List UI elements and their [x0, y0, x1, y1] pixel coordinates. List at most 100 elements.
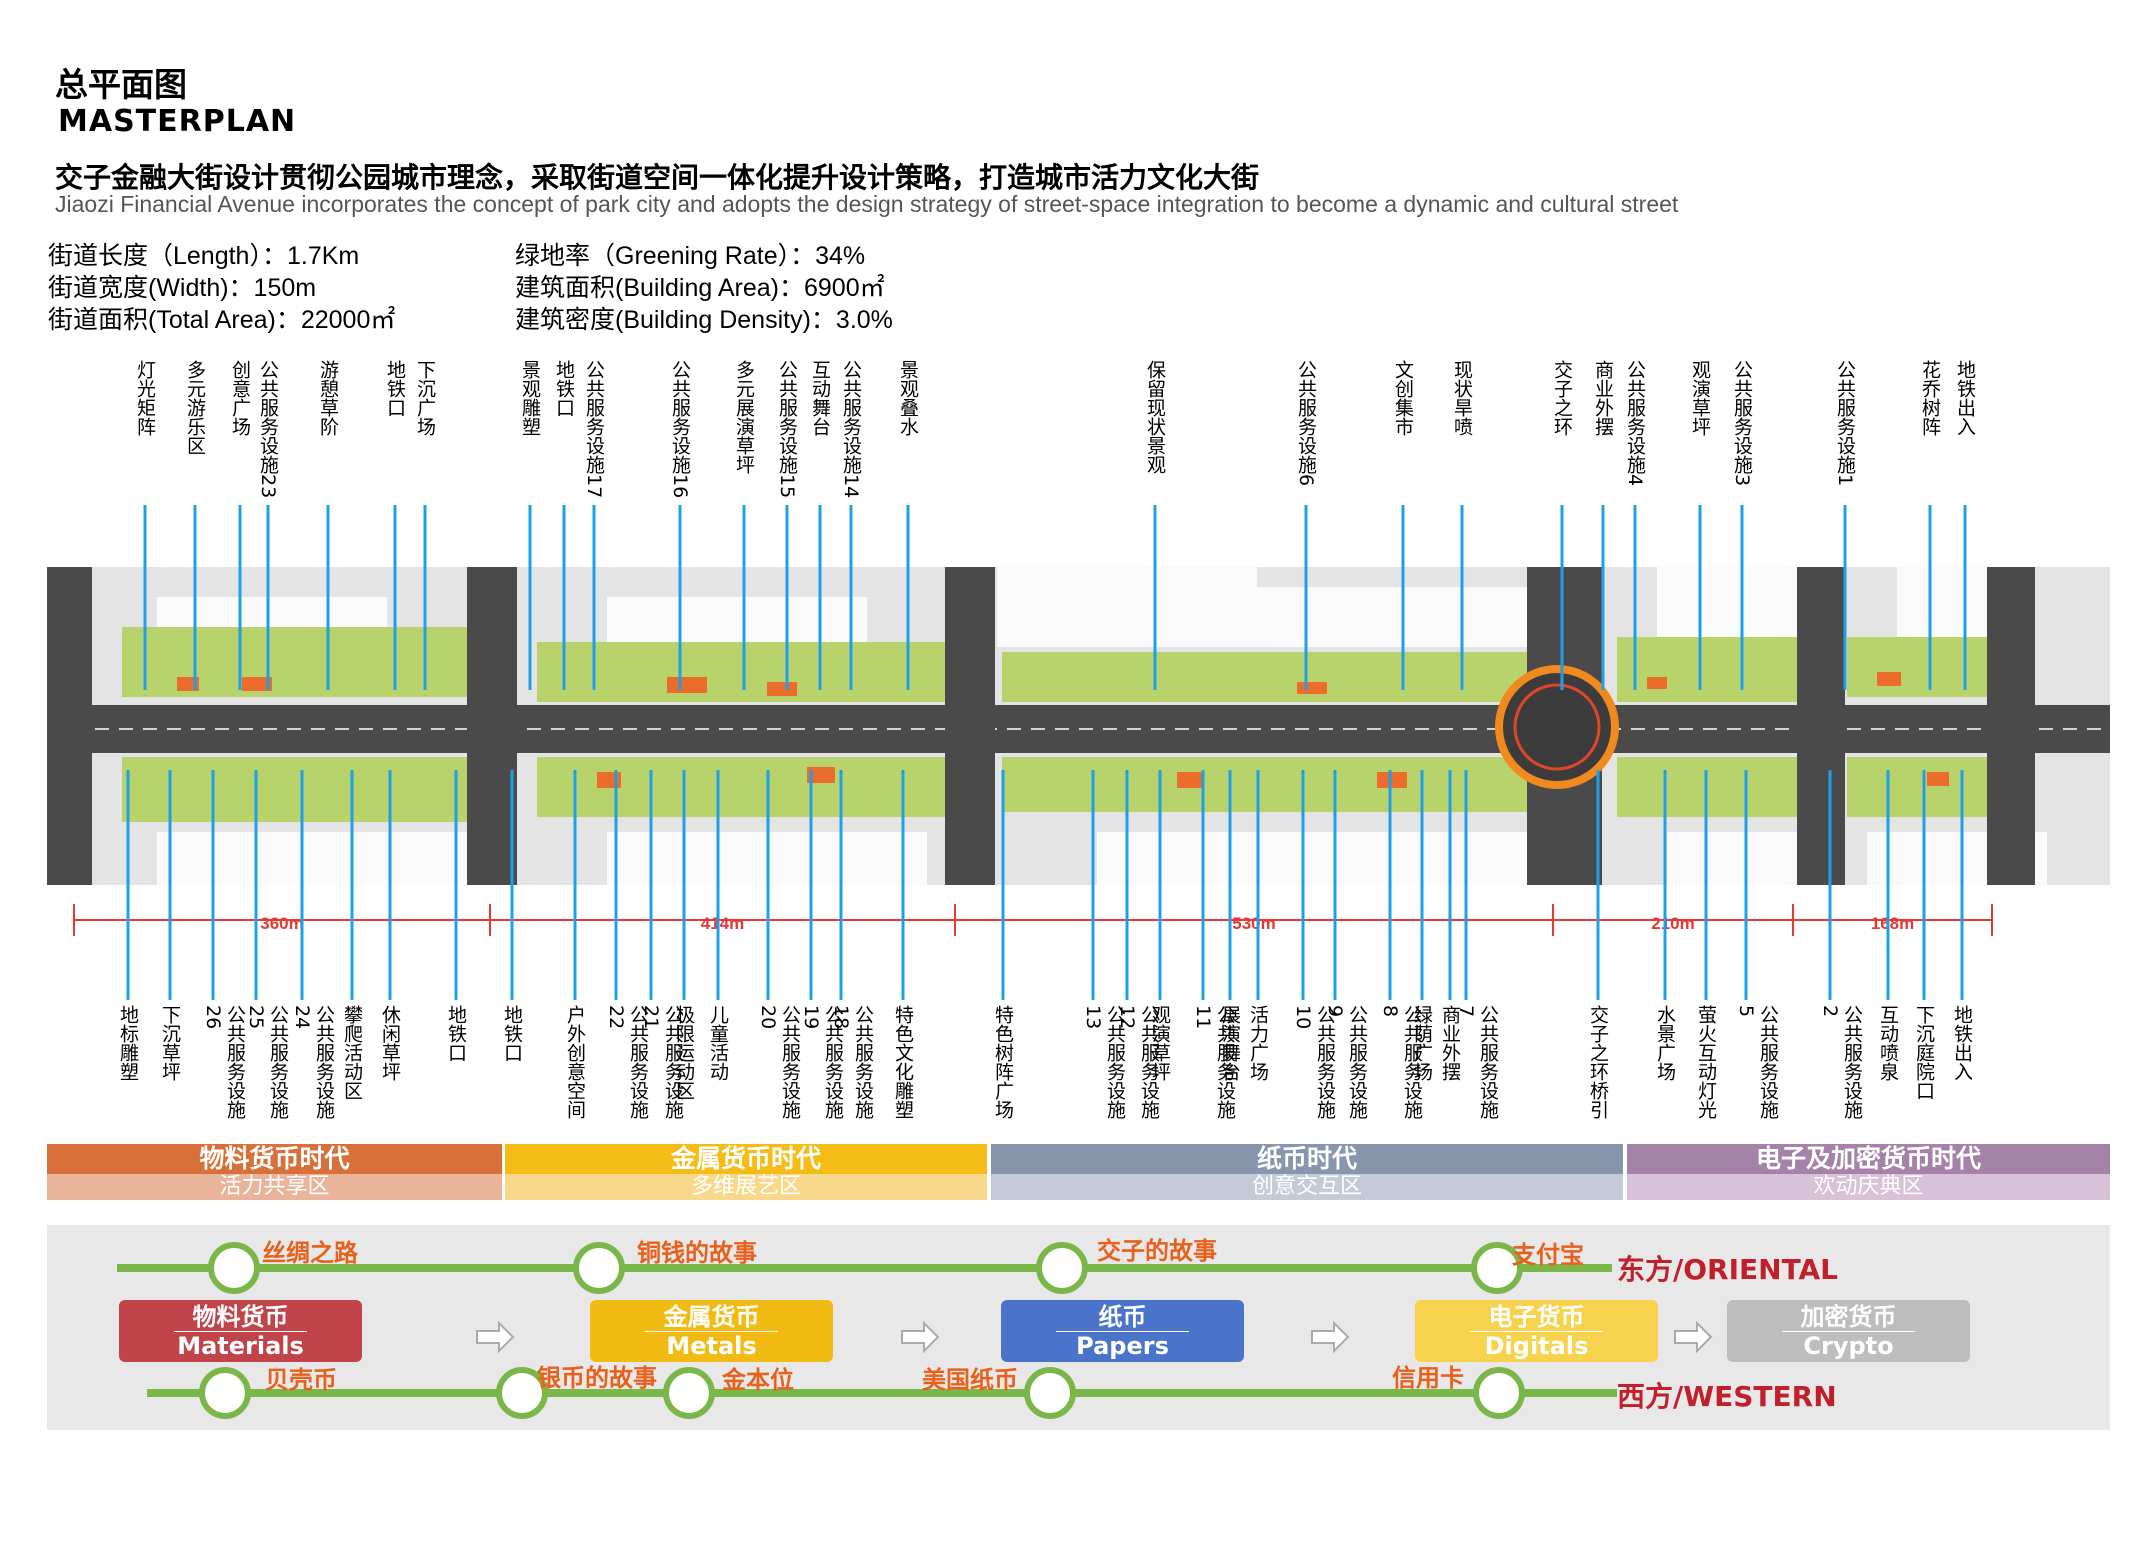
callout-label: 公共服务设施7 [1455, 1005, 1499, 1119]
west-node [1473, 1367, 1525, 1419]
callout-label: 特色文化雕塑 [892, 1005, 914, 1119]
callout-label: 交子之环桥引 [1587, 1005, 1609, 1119]
callout-label: 户外创意空间 [564, 1005, 586, 1119]
callout-label: 多元游乐区 [184, 360, 206, 455]
callout-label: 公共服务设施15 [776, 360, 798, 499]
callout-label: 地铁口 [445, 1005, 467, 1062]
headline-chinese: 交子金融大街设计贯彻公园城市理念，采取街道空间一体化提升设计策略，打造城市活力文… [55, 161, 1260, 194]
callout-label: 公共服务设施2 [1819, 1005, 1863, 1119]
callout-label: 灯光矩阵 [134, 360, 156, 436]
callout-label: 公共服务设施22 [605, 1005, 649, 1119]
callout-label: 公共服务设施5 [1735, 1005, 1779, 1119]
east-node [1471, 1242, 1523, 1294]
stage-cn: 加密货币 [1782, 1300, 1915, 1332]
stage-en: Materials [177, 1332, 304, 1360]
callout-label: 公共服务设施4 [1624, 360, 1646, 487]
masterplan-map [47, 567, 2110, 885]
callout-label: 公共服务设施20 [757, 1005, 801, 1119]
callout-label: 下沉广场 [414, 360, 436, 436]
callout-label: 公共服务设施16 [669, 360, 691, 499]
callout-label: 景观叠水 [897, 360, 919, 436]
stage-cn: 金属货币 [645, 1300, 778, 1332]
currency-timeline: 丝绸之路 铜钱的故事 交子的故事 支付宝 贝壳币 银币的故事 金本位 美国纸币 … [47, 1225, 2110, 1430]
west-event: 信用卡 [1392, 1364, 1464, 1392]
dimension-label: 360m [260, 914, 303, 933]
arrow-icon [1674, 1320, 1713, 1354]
arrow-icon [1311, 1320, 1350, 1354]
callout-label: 观演草坪 [1689, 360, 1711, 436]
callout-label: 休闲草坪 [379, 1005, 401, 1081]
callout-label: 公共服务设施6 [1295, 360, 1317, 487]
arrow-icon [476, 1320, 515, 1354]
stat-density: 建筑密度(Building Density)：3.0% [515, 306, 893, 334]
callout-label: 游憩草阶 [317, 360, 339, 436]
stage-cn: 物料货币 [174, 1300, 307, 1332]
zone-subtitle: 欢动庆典区 [1627, 1174, 2110, 1200]
west-event: 贝壳币 [265, 1366, 337, 1394]
callout-label: 儿童活动 [707, 1005, 729, 1081]
west-node [1024, 1367, 1076, 1419]
zone-title: 物料货币时代 [47, 1144, 502, 1174]
callout-label: 公共服务设施12 [1116, 1005, 1160, 1119]
headline-english: Jiaozi Financial Avenue incorporates the… [55, 191, 1679, 217]
west-event: 银币的故事 [537, 1364, 657, 1392]
east-event: 交子的故事 [1097, 1237, 1217, 1265]
zone-materials: 物料货币时代 活力共享区 [47, 1144, 502, 1200]
stage-en: Papers [1076, 1332, 1169, 1360]
callout-label: 地铁口 [384, 360, 406, 417]
west-node [663, 1367, 715, 1419]
callout-label: 公共服务设施19 [800, 1005, 844, 1119]
stage-crypto: 加密货币 Crypto [1727, 1300, 1970, 1362]
callout-label: 地铁出入 [1954, 360, 1976, 436]
zone-metals: 金属货币时代 多维展艺区 [505, 1144, 987, 1200]
arrow-icon [901, 1320, 940, 1354]
stage-digitals: 电子货币 Digitals [1415, 1300, 1658, 1362]
stat-area: 街道面积(Total Area)：22000㎡ [48, 306, 396, 334]
stage-en: Crypto [1803, 1332, 1894, 1360]
callout-label: 景观雕塑 [519, 360, 541, 436]
callout-label: 活力广场 [1247, 1005, 1269, 1081]
page-title-english: MASTERPLAN [58, 104, 297, 139]
callout-label: 互动舞台 [809, 360, 831, 436]
callout-label: 交子之环 [1551, 360, 1573, 436]
callout-label: 现状旱喷 [1451, 360, 1473, 436]
stage-cn: 电子货币 [1470, 1300, 1603, 1332]
callout-label: 观演草坪 [1149, 1005, 1171, 1081]
timeline-lines [117, 1242, 1713, 1419]
zone-subtitle: 创意交互区 [991, 1174, 1623, 1200]
east-event: 铜钱的故事 [637, 1239, 757, 1267]
callout-label: 公共服务设施26 [202, 1005, 246, 1119]
zone-title: 金属货币时代 [505, 1144, 987, 1174]
zone-title: 电子及加密货币时代 [1627, 1144, 2110, 1174]
western-label: 西方/WESTERN [1617, 1380, 1837, 1413]
green-belts [122, 627, 2017, 822]
west-event: 金本位 [722, 1366, 794, 1394]
callout-label: 互动喷泉 [1877, 1005, 1899, 1081]
page-title: 总平面图 [55, 65, 187, 104]
dimension-label: 168m [1871, 914, 1914, 933]
callout-label: 公共服务设施21 [640, 1005, 684, 1119]
callout-label: 展演舞台 [1219, 1005, 1241, 1081]
callout-label: 公共服务设施9 [1324, 1005, 1368, 1119]
callout-label: 公共服务设施14 [840, 360, 862, 499]
stat-building-area: 建筑面积(Building Area)：6900㎡ [515, 274, 885, 302]
callout-label: 公共服务设施23 [257, 360, 279, 499]
callout-label: 公共服务设施10 [1292, 1005, 1336, 1119]
callout-label: 保留现状景观 [1144, 360, 1166, 474]
callout-label: 花乔树阵 [1919, 360, 1941, 436]
callout-label: 多元展演草坪 [733, 360, 755, 474]
oriental-label: 东方/ORIENTAL [1617, 1253, 1839, 1286]
zone-papers: 纸币时代 创意交互区 [991, 1144, 1623, 1200]
callout-label: 地铁出入 [1951, 1005, 1973, 1081]
stat-width: 街道宽度(Width)：150m [48, 274, 317, 302]
stats-left: 街道长度（Length）：1.7Km 街道宽度(Width)：150m 街道面积… [48, 240, 395, 336]
dimension-label: 210m [1651, 914, 1694, 933]
callout-label: 地铁口 [553, 360, 575, 417]
stat-greening: 绿地率（Greening Rate）：34% [515, 242, 866, 270]
callout-label: 地铁口 [501, 1005, 523, 1062]
callout-label: 公共服务设施3 [1731, 360, 1753, 487]
west-node [496, 1367, 548, 1419]
zone-title: 纸币时代 [991, 1144, 1623, 1174]
callout-label: 特色树阵广场 [992, 1005, 1014, 1119]
